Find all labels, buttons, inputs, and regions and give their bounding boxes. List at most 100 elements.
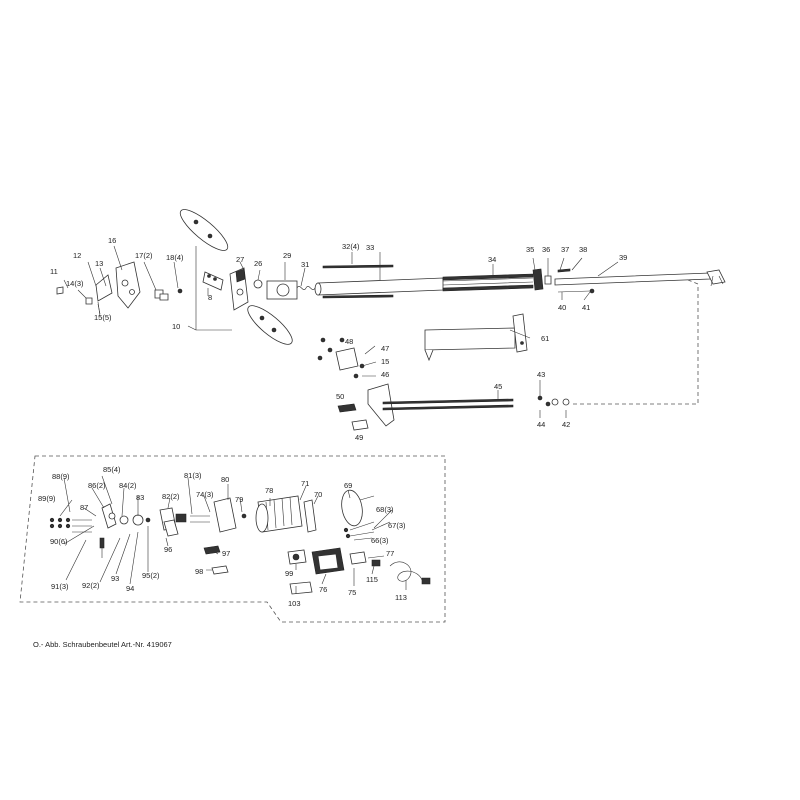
part-50 [337,403,357,413]
part-69 [341,489,363,527]
callout-95: 95(2) [142,571,160,580]
part-96 [163,519,179,537]
callout-45: 45 [494,382,502,391]
callout-93: 93 [111,574,119,583]
callout-84: 84(2) [119,481,137,490]
callout-12: 12 [73,251,81,260]
part-113 [389,561,423,582]
part-40 [557,290,591,293]
part-8 [202,271,224,291]
callout-15b: 15 [381,357,389,366]
part-98 [211,565,229,575]
callout-39: 39 [619,253,627,262]
callout-77: 77 [386,549,394,558]
part-80 [213,497,237,533]
motor-box-outline [19,455,446,623]
callout-94: 94 [126,584,134,593]
callout-36: 36 [542,245,550,254]
carriage-group [317,279,699,431]
screw-bag-caption: O.- Abb. Schraubenbeutel Art.-Nr. 419067 [33,640,172,649]
callout-87: 87 [80,503,88,512]
part-16 [115,261,141,309]
callout-41: 41 [582,303,590,312]
part-35 [532,268,544,291]
head-housing-group [179,209,293,345]
callout-33: 33 [366,243,374,252]
callout-74: 74(3) [196,490,214,499]
part-33 [317,277,444,296]
callout-50: 50 [336,392,344,401]
callout-31: 31 [301,260,309,269]
callout-46: 46 [381,370,389,379]
callout-44: 44 [537,420,545,429]
callout-15a: 15(5) [94,313,112,322]
callout-68: 68(3) [376,505,394,514]
callout-92: 92(2) [82,581,100,590]
callout-71: 71 [301,479,309,488]
callout-80: 80 [221,475,229,484]
callout-13: 13 [95,259,103,268]
callout-11: 11 [50,267,58,276]
callout-96: 96 [164,545,172,554]
callout-91: 91(3) [51,582,69,591]
callout-98: 98 [195,567,203,576]
part-70 [303,499,317,533]
callout-89: 89(9) [38,494,56,503]
callout-75: 75 [348,588,356,597]
callout-34: 34 [488,255,496,264]
callout-48: 48 [345,337,353,346]
part-34 [442,273,534,281]
callout-115: 115 [366,575,378,584]
coupling-group [266,262,316,300]
callout-18: 18(4) [166,253,184,262]
callout-43: 43 [537,370,545,379]
part-11 [56,286,64,295]
callout-85: 85(4) [103,465,121,474]
callout-17: 17(2) [135,251,153,260]
part-32 [322,264,394,269]
motor-group [49,475,431,595]
callout-37: 37 [561,245,569,254]
callout-38: 38 [579,245,587,254]
connector-line [573,279,699,405]
part-37 [557,268,571,273]
part-43 [537,395,543,401]
callout-10: 10 [172,322,180,331]
callout-14: 14(3) [66,279,84,288]
part-49 [351,419,369,431]
callout-27: 27 [236,255,244,264]
callout-103: 103 [288,599,301,608]
callout-70: 70 [314,490,322,499]
part-12 [95,274,113,302]
callout-99: 99 [285,569,293,578]
callout-82: 82(2) [162,492,180,501]
callout-83: 83 [136,493,144,502]
part-115 [371,559,381,567]
callout-90: 90(6) [50,537,68,546]
callout-40: 40 [558,303,566,312]
part-41 [589,288,595,294]
callout-47: 47 [381,344,389,353]
callout-29: 29 [283,251,291,260]
callout-78: 78 [265,486,273,495]
callout-42: 42 [562,420,570,429]
callout-26: 26 [254,259,262,268]
callout-49: 49 [355,433,363,442]
callout-113: 113 [395,593,407,602]
cover-plate-bottom [247,305,293,345]
cover-plate-top [179,209,229,251]
part-39 [554,272,711,286]
part-31 [296,286,316,290]
callout-labels: 11 12 13 14(3) 15(5) 16 17(2) 18(4) 8 10… [38,236,627,608]
callout-35: 35 [526,245,534,254]
part-77 [349,551,367,565]
part-36 [544,275,552,285]
callout-81: 81(3) [184,471,202,480]
part-45 [367,383,395,427]
callout-88: 88(9) [52,472,70,481]
callout-66: 66(3) [371,536,389,545]
callout-67: 67(3) [388,521,406,530]
bracket-group [56,245,183,317]
callout-79: 79 [235,495,243,504]
